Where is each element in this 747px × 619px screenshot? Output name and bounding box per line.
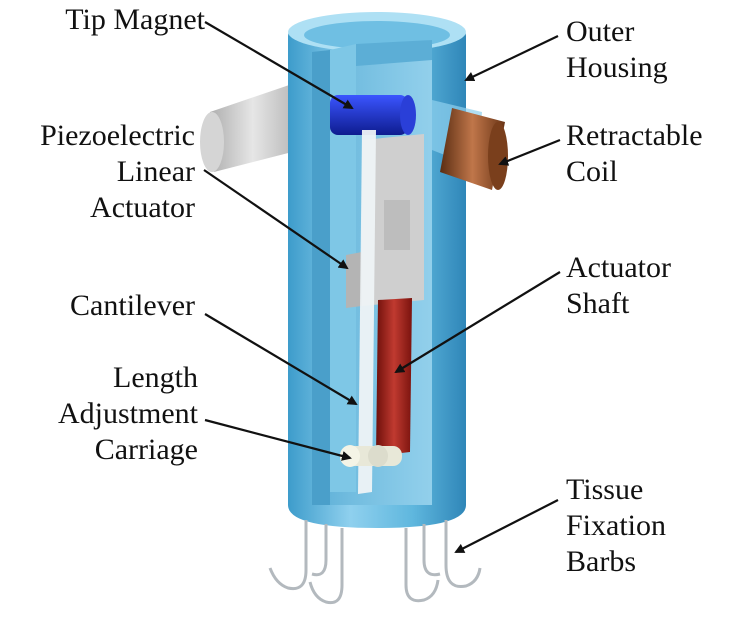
label-line: Carriage (94, 433, 198, 466)
tissue-fixation-barbs (268, 520, 482, 605)
left-side-sleeve (205, 82, 300, 172)
leader-arrows (203, 21, 561, 553)
tip-magnet (330, 95, 416, 135)
label-line: Barbs (566, 545, 636, 578)
label-retractable-coil: Retractable Coil (566, 118, 744, 190)
label-tip-magnet: Tip Magnet (10, 2, 205, 38)
label-line: Length (113, 361, 198, 394)
label-cantilever: Cantilever (10, 288, 195, 324)
arrow-barbs (454, 499, 559, 553)
label-line: Cantilever (70, 289, 195, 322)
arrow-tip-magnet (204, 21, 354, 110)
label-line: Tip Magnet (65, 3, 205, 36)
label-line: Retractable (566, 119, 703, 152)
label-length-adjustment-carriage: Length Adjustment Carriage (10, 360, 198, 468)
label-piezoelectric-actuator: Piezoelectric Linear Actuator (10, 118, 195, 226)
label-outer-housing: Outer Housing (566, 14, 741, 86)
label-line: Fixation (566, 509, 667, 542)
arrow-piezo (203, 169, 349, 270)
label-line: Outer (566, 15, 635, 48)
actuator-shaft (376, 298, 412, 456)
label-line: Actuator (566, 251, 671, 284)
label-line: Housing (566, 51, 668, 84)
label-line: Coil (566, 155, 618, 188)
arrow-outer-housing (464, 35, 559, 82)
arrow-cantilever (204, 313, 358, 406)
label-line: Adjustment (58, 397, 198, 430)
label-line: Piezoelectric (40, 119, 195, 152)
label-actuator-shaft: Actuator Shaft (566, 250, 741, 322)
label-line: Actuator (90, 191, 195, 224)
length-adjustment-carriage (340, 445, 402, 467)
retractable-coil (432, 100, 508, 190)
label-line: Tissue (566, 473, 644, 506)
piezo-actuator-block (346, 134, 424, 308)
label-line: Linear (116, 155, 195, 188)
label-tissue-fixation-barbs: Tissue Fixation Barbs (566, 472, 741, 580)
arrow-shaft (394, 271, 561, 374)
label-line: Shaft (566, 287, 630, 320)
arrow-length-adjustment (204, 418, 352, 461)
cantilever (358, 130, 376, 494)
arrow-coil (498, 138, 561, 166)
left-sleeve-end (200, 112, 224, 172)
